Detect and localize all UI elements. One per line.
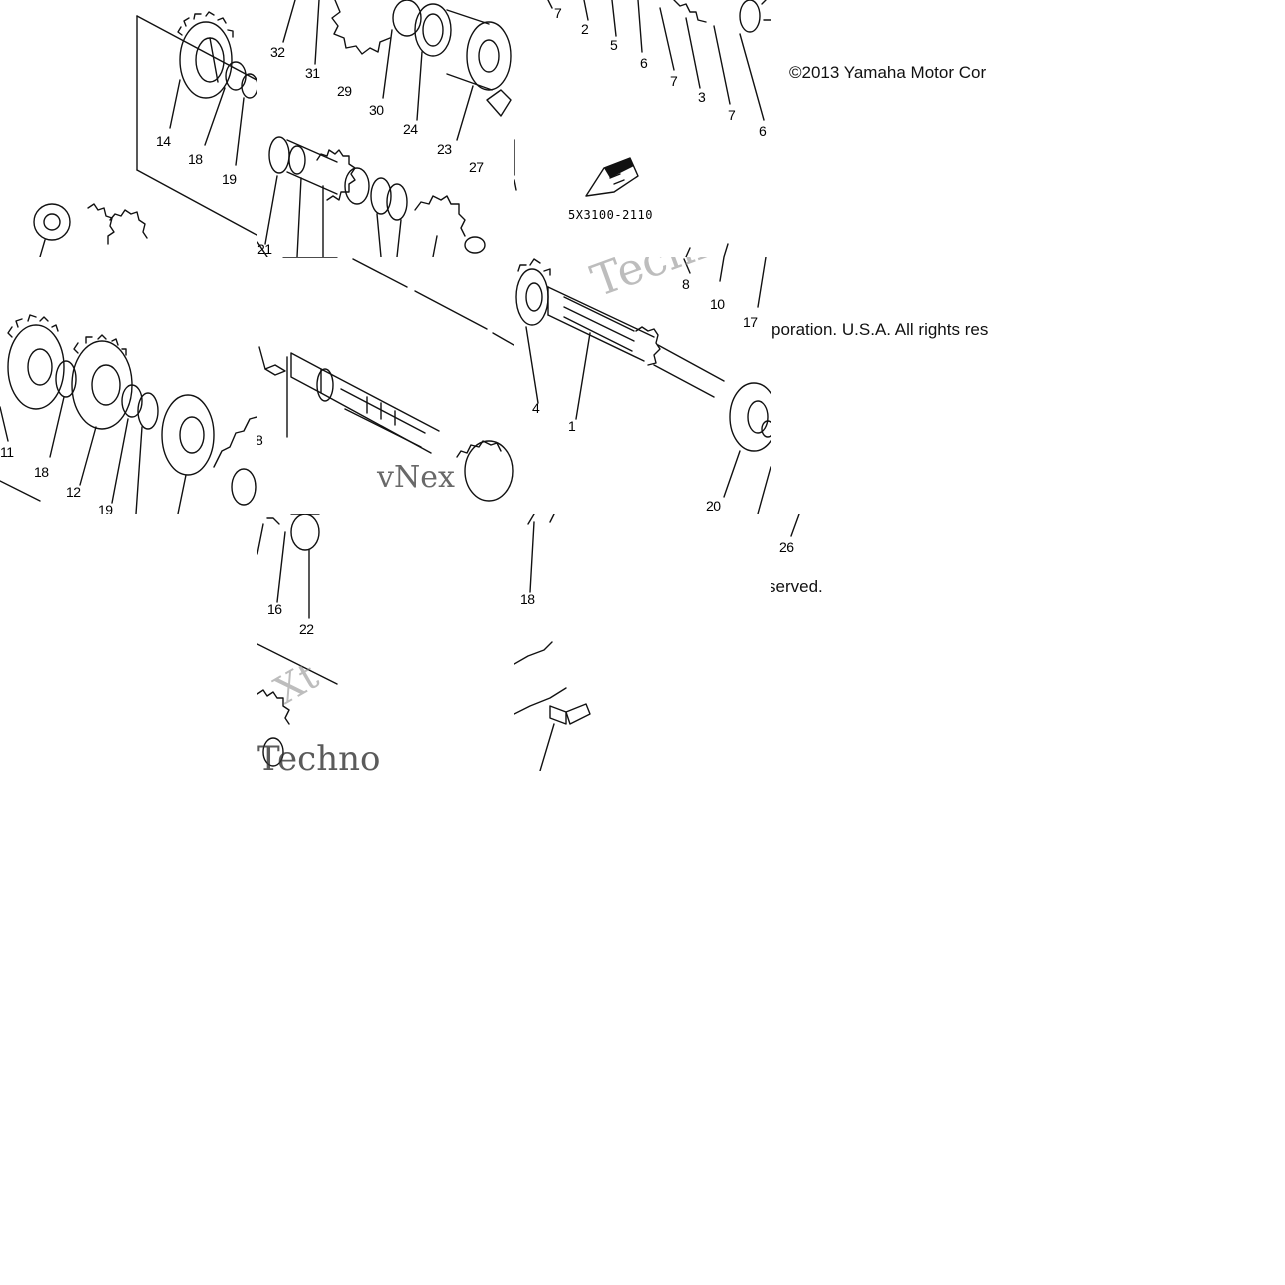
callout-24: 24 [403, 121, 418, 137]
part-code: 5X3100-2110 [568, 208, 653, 222]
callout-30: 30 [369, 102, 384, 118]
callout-6: 6 [759, 123, 767, 139]
callout-7: 7 [728, 107, 736, 123]
callout-18: 18 [34, 464, 49, 480]
diagram-tile-r0c0: 14 18 19 [0, 0, 257, 257]
callout-16: 16 [267, 601, 282, 617]
sprocket-bearing-drawing [257, 0, 512, 257]
callout-22: 22 [299, 621, 314, 637]
callout-2: 2 [581, 21, 589, 37]
callout-20: 20 [706, 498, 721, 514]
watermark-techno: Techno [257, 739, 381, 771]
leader-line-drawing [790, 514, 800, 537]
gear-11-12-drawing [0, 314, 257, 514]
callout-23: 23 [437, 141, 452, 157]
countershaft-drawing [258, 257, 514, 502]
diagram-tile-r1c0: 11 18 12 19 [0, 257, 257, 514]
diagram-tile-r1c3: poration. U.S.A. All rights res [771, 257, 1028, 514]
callout-29: 29 [337, 83, 352, 99]
watermark-vnex: vNex [377, 460, 455, 495]
callout-10: 10 [710, 296, 725, 312]
callout-1: 1 [568, 418, 576, 434]
diagram-tile-r2c3: 26 served. [771, 514, 1028, 771]
diagram-tile-r1c1: vNex 8 [257, 257, 514, 514]
diagram-tile-r2c2: 18 [514, 514, 771, 771]
callout-7: 7 [670, 73, 678, 89]
copyright-line-2: poration. U.S.A. All rights res [771, 320, 989, 339]
callout-32: 32 [270, 44, 285, 60]
callout-27: 27 [469, 159, 484, 175]
callout-17: 17 [743, 314, 758, 330]
bolt-drawing [514, 514, 591, 771]
main-shaft-drawing [515, 257, 771, 514]
callout-18: 18 [188, 151, 203, 167]
callout-8: 8 [682, 276, 690, 292]
callout-12: 12 [66, 484, 81, 500]
gear-14-drawing [33, 11, 257, 257]
diagram-tile-r0c1: 32 31 29 30 24 23 27 21 [257, 0, 514, 257]
callout-18: 18 [520, 591, 535, 607]
callout-5: 5 [610, 37, 618, 53]
diagram-tile-r0c3: ©2013 Yamaha Motor Cor 25 [771, 0, 1028, 257]
callout-21: 21 [257, 241, 272, 257]
callout-19: 19 [98, 502, 113, 514]
callout-11: 11 [0, 444, 14, 460]
diagram-tile-r0c2: 7 2 5 6 7 3 7 6 5X3100-2110 [514, 0, 771, 257]
callout-26: 26 [779, 539, 794, 555]
callout-3: 3 [698, 89, 706, 105]
callout-8: 8 [257, 432, 263, 448]
diagram-tile-r2c1: 16 22 Xt Techno [257, 514, 514, 771]
callout-6: 6 [640, 55, 648, 71]
callout-31: 31 [305, 65, 320, 81]
main-axle-drawing [514, 0, 771, 257]
callout-7: 7 [554, 5, 562, 21]
bearing-22-drawing [257, 514, 338, 767]
callout-19: 19 [222, 171, 237, 187]
callout-14: 14 [156, 133, 171, 149]
callout-4: 4 [532, 400, 540, 416]
copyright-line-1: ©2013 Yamaha Motor Cor [789, 63, 987, 82]
diagram-tile-r1c2: Techn 15 8 10 17 4 1 20 [514, 257, 771, 514]
copyright-line-3: served. [771, 577, 823, 596]
